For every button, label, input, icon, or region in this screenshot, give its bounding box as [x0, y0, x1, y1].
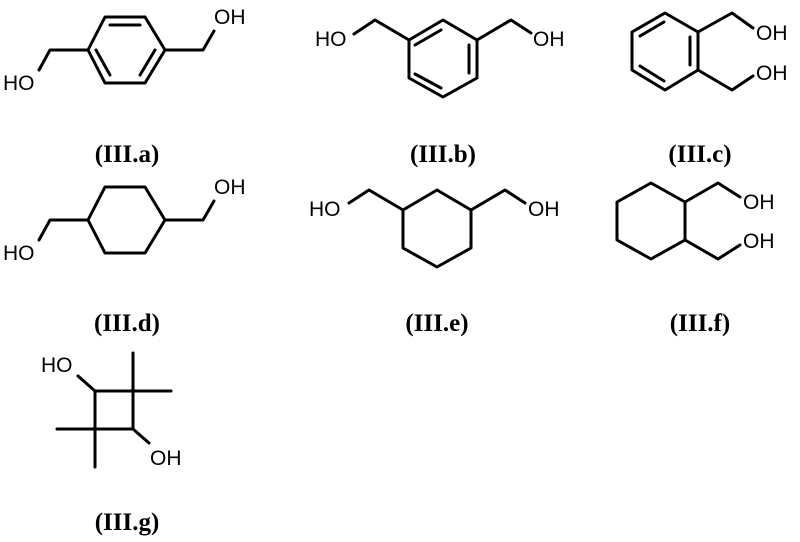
- hydroxymethyl-bond: [347, 188, 405, 212]
- hydroxyl-bond: [131, 427, 151, 445]
- hydroxymethyl-bond: [163, 29, 216, 52]
- double-bond: [413, 72, 443, 90]
- double-bond: [413, 28, 443, 47]
- hydroxymethyl-bond: [696, 68, 755, 92]
- ho-group: HO: [3, 242, 35, 265]
- ho-group: HO: [3, 72, 35, 95]
- hydroxymethyl-bond: [683, 181, 742, 204]
- double-bond: [638, 64, 666, 83]
- oh-group: OH: [214, 6, 246, 29]
- compound-label: (III.b): [410, 141, 476, 168]
- compound-label: (III.d): [94, 310, 160, 337]
- hydroxymethyl-bond: [37, 48, 90, 72]
- structure-III-e: HO OH (III.e): [309, 188, 560, 337]
- compound-label: (III.e): [405, 310, 468, 337]
- hydroxymethyl-bond: [163, 199, 216, 222]
- oh-group: OH: [214, 176, 246, 199]
- benzene-ring: [630, 11, 700, 92]
- structure-III-f: OH OH (III.f): [615, 181, 775, 337]
- structure-III-c: OH OH (III.c): [630, 11, 788, 168]
- oh-group: OH: [756, 62, 788, 85]
- ho-group: HO: [315, 28, 347, 51]
- structure-III-d: OH HO (III.d): [3, 176, 246, 337]
- compound-label: (III.f): [670, 310, 730, 337]
- cyclohexane-ring: [86, 185, 167, 255]
- oh-group: OH: [756, 22, 788, 45]
- double-bond: [94, 48, 112, 77]
- hydroxymethyl-bond: [37, 218, 90, 242]
- ho-group: HO: [41, 354, 73, 377]
- benzene-ring: [407, 18, 479, 99]
- oh-group: OH: [533, 28, 565, 51]
- cyclobutane-ring: [93, 389, 135, 431]
- compound-label: (III.a): [95, 141, 160, 168]
- ho-group: HO: [309, 198, 341, 221]
- oh-group: OH: [743, 191, 775, 214]
- cyclohexane-ring: [401, 188, 473, 269]
- structure-III-b: HO OH (III.b): [315, 18, 565, 168]
- hydroxymethyl-bond: [696, 11, 755, 34]
- hydroxymethyl-bond: [352, 18, 411, 42]
- hydroxyl-bond: [76, 374, 97, 393]
- hydroxymethyl-bond: [683, 238, 742, 261]
- compound-label: (III.c): [668, 141, 731, 168]
- hydroxymethyl-bond: [469, 188, 527, 212]
- compound-label: (III.g): [95, 509, 160, 536]
- oh-group: OH: [528, 198, 560, 221]
- double-bond: [638, 20, 666, 38]
- hydroxymethyl-bond: [475, 18, 533, 42]
- structure-III-g: HO OH (III.g): [41, 351, 182, 536]
- oh-group: OH: [743, 230, 775, 253]
- structure-III-a: OH HO (III.a): [3, 6, 246, 168]
- double-bond: [138, 48, 157, 77]
- cyclohexane-ring: [615, 181, 687, 261]
- oh-group: OH: [150, 447, 182, 470]
